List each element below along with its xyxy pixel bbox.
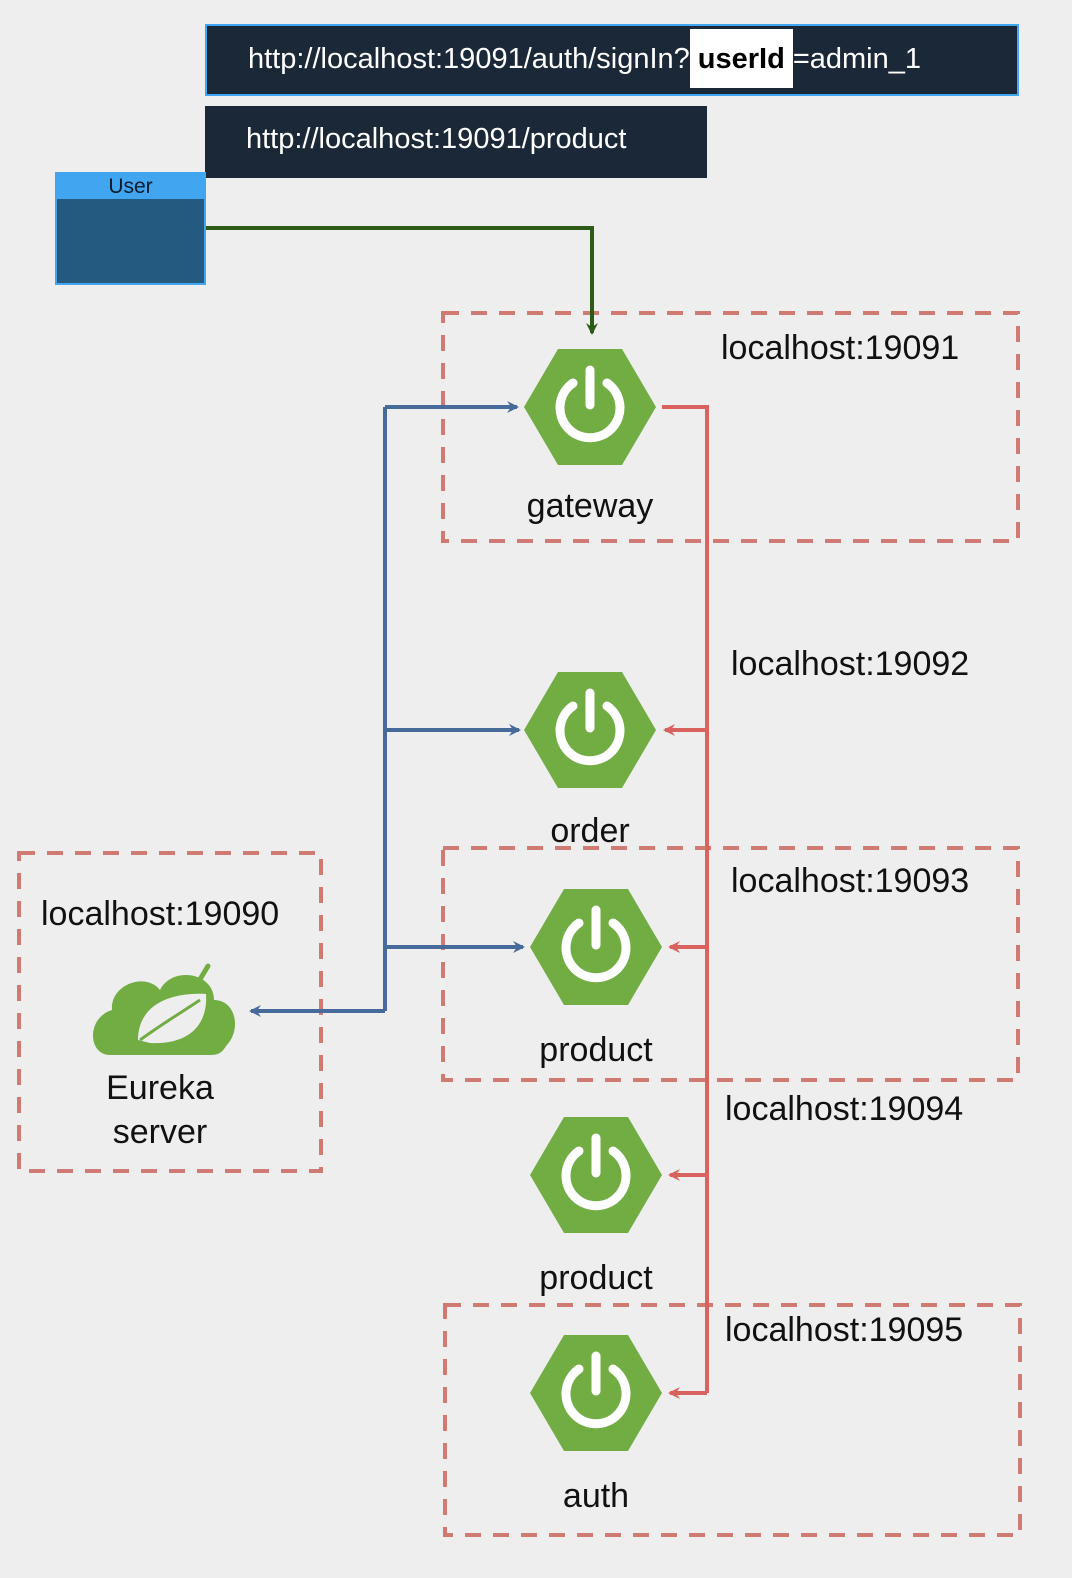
auth-port-label: localhost:19095 bbox=[725, 1311, 964, 1349]
product-url: http://localhost:19091/product bbox=[246, 123, 627, 155]
auth-boundary bbox=[443, 1303, 1022, 1537]
spring-leaf-cloud-icon bbox=[93, 963, 236, 1055]
product-19093-port-label: localhost:19093 bbox=[731, 862, 970, 900]
gateway-routing-trunk bbox=[662, 405, 709, 1393]
eureka-label-line1: Eureka bbox=[106, 1069, 214, 1107]
gateway-boundary bbox=[441, 311, 1020, 543]
signin-url-prefix: http://localhost:19091/auth/signIn? bbox=[248, 43, 690, 75]
auth-label: auth bbox=[562, 1477, 630, 1515]
user-actor[interactable]: User bbox=[55, 172, 206, 285]
eureka-server-label: Eureka server bbox=[60, 1066, 260, 1154]
eureka-label-line2: server bbox=[112, 1113, 208, 1151]
product-19094-label: product bbox=[539, 1259, 653, 1297]
signin-url-suffix: =admin_1 bbox=[792, 43, 921, 75]
spring-power-icon bbox=[530, 1117, 662, 1233]
product-url-box[interactable]: http://localhost:19091/product bbox=[205, 106, 707, 178]
user-to-gateway-arrow bbox=[206, 226, 598, 335]
order-port-label: localhost:19092 bbox=[731, 645, 970, 683]
gateway-port-label: localhost:19091 bbox=[721, 329, 960, 367]
signin-url-box[interactable]: http://localhost:19091/auth/signIn?userI… bbox=[205, 24, 1019, 96]
order-label: order bbox=[550, 812, 630, 850]
signin-url-param: userId bbox=[689, 29, 793, 88]
spring-power-icon bbox=[530, 1335, 662, 1451]
product-19094-port-label: localhost:19094 bbox=[725, 1090, 964, 1128]
product-19093-label: product bbox=[539, 1031, 653, 1069]
spring-power-icon bbox=[530, 889, 662, 1005]
spring-power-icon bbox=[524, 672, 656, 788]
user-label: User bbox=[57, 174, 204, 199]
gateway-label: gateway bbox=[526, 487, 654, 525]
product-19093-boundary bbox=[441, 846, 1020, 1082]
spring-power-icon bbox=[524, 349, 656, 465]
eureka-port-label: localhost:19090 bbox=[41, 895, 280, 933]
